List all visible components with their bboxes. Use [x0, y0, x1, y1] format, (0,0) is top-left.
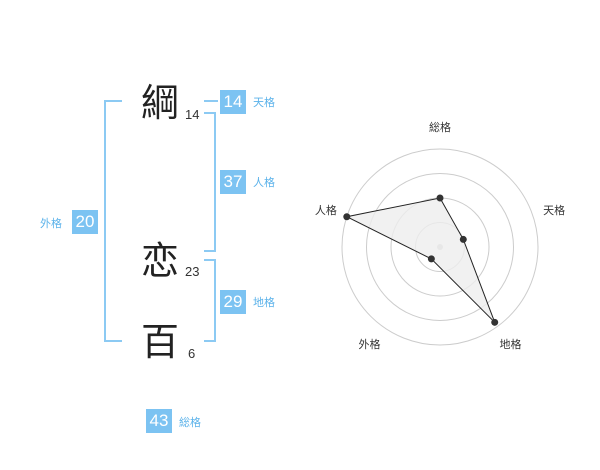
gaikaku-label: 外格 [40, 217, 62, 230]
tenkaku-bracket [204, 100, 218, 102]
gaikaku-bracket [104, 100, 122, 342]
gaikaku-value: 20 [72, 210, 98, 234]
name-char-3-strokes: 6 [188, 346, 196, 361]
radar-point-2 [459, 235, 467, 243]
chikaku-bracket [204, 259, 216, 342]
tenkaku-value: 14 [220, 90, 246, 114]
soukaku-value: 43 [146, 409, 172, 433]
name-char-2: 恋 [141, 239, 180, 283]
radar-axis-label: 人格 [315, 203, 337, 217]
radar-point-5 [343, 213, 351, 221]
radar-axis-label: 総格 [429, 120, 451, 134]
radar-axis-label: 天格 [543, 203, 565, 217]
name-char-3: 百 [141, 320, 180, 364]
jinkaku-label: 人格 [253, 176, 275, 189]
radar-point-3 [491, 318, 499, 326]
radar-point-1 [436, 194, 444, 202]
soukaku-label: 総格 [179, 416, 201, 429]
chikaku-value: 29 [220, 290, 246, 314]
radar-point-4 [427, 255, 435, 263]
jinkaku-value: 37 [220, 170, 246, 194]
jinkaku-bracket [204, 112, 216, 252]
radar-ring [341, 148, 539, 346]
tenkaku-label: 天格 [253, 96, 275, 109]
name-char-1: 綱 [141, 81, 180, 125]
radar-axis-label: 外格 [358, 337, 380, 351]
name-char-2-strokes: 23 [185, 264, 200, 279]
radar-axis-label: 地格 [500, 337, 522, 351]
radar-polygon [345, 197, 496, 323]
chikaku-label: 地格 [253, 296, 275, 309]
radar-shape [343, 194, 499, 326]
radar-ring [366, 173, 514, 321]
name-char-1-strokes: 14 [185, 107, 200, 122]
